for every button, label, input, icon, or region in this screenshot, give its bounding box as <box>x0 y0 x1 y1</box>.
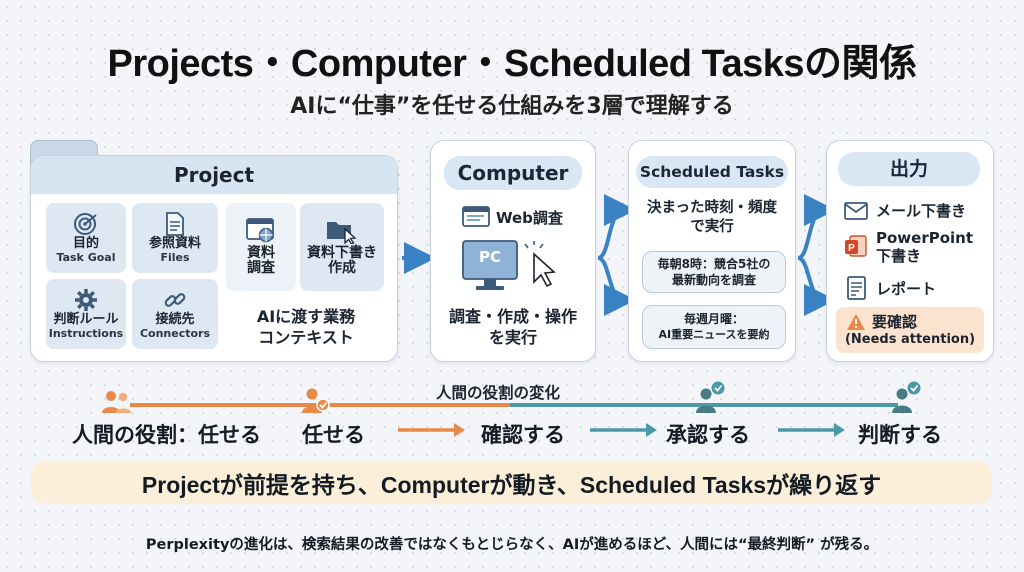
tile-task-goal: 目的 Task Goal <box>46 203 126 273</box>
pc-monitor: PC <box>462 240 562 300</box>
link-icon <box>164 293 186 307</box>
context-line: AIに渡す業務 <box>256 307 356 326</box>
arrow-computer-to-scheduled-lower <box>597 256 636 316</box>
tile-instructions: 判断ルール Instructions <box>46 279 126 349</box>
role-step-approve: 承認する <box>666 423 750 447</box>
output-item-label: PowerPoint <box>876 229 974 247</box>
role-step-review: 確認する <box>481 423 565 447</box>
warning-label: 要確認 <box>872 313 918 331</box>
scheduled-desc-line: で実行 <box>690 219 734 235</box>
document-icon <box>166 212 184 236</box>
bubble-line: 毎週月曜： <box>683 312 744 326</box>
tile-label: 資料下書き <box>307 245 377 261</box>
folder-cursor-icon <box>327 222 357 244</box>
computer-caption-line: を実行 <box>488 328 537 347</box>
output-item-powerpoint: P PowerPoint 下書き <box>844 229 973 265</box>
warning-icon <box>847 313 865 330</box>
scheduled-header-label: Scheduled Tasks <box>639 163 785 181</box>
tile-sublabel: Files <box>160 251 190 264</box>
arrow-delegate-to-review <box>398 423 465 437</box>
tile-files: 参照資料 Files <box>132 203 218 273</box>
arrow-computer-to-scheduled-upper <box>597 194 636 260</box>
tile-draft: 資料下書き 作成 <box>300 203 384 291</box>
tile-sublabel: Connectors <box>139 327 211 340</box>
warning-sublabel: (Needs attention) <box>844 332 976 347</box>
output-header: 出力 <box>838 152 980 186</box>
tile-connectors: 接続先 Connectors <box>132 279 218 349</box>
schedule-bubble-daily: 毎朝8時：競合5社の 最新動向を調査 <box>642 251 786 293</box>
schedule-bubble-weekly: 毎週月曜： AI重要ニュースを要約 <box>642 305 786 349</box>
roles-heading: 人間の役割の変化 <box>436 384 561 402</box>
tile-research: 資料 調査 <box>226 203 296 291</box>
bubble-line: 毎朝8時：競合5社の <box>657 257 771 271</box>
summary-banner: Projectが前提を持ち、Computerが動き、Scheduled Task… <box>31 461 992 504</box>
tile-label: 判断ルール <box>53 312 119 327</box>
scheduled-header: Scheduled Tasks <box>636 156 788 188</box>
pc-monitor-icon <box>462 240 556 290</box>
people-icon <box>102 391 131 413</box>
svg-text:P: P <box>848 243 855 254</box>
computer-header: Computer <box>444 156 582 190</box>
output-item-email: メール下書き <box>844 200 966 221</box>
tile-label: 接続先 <box>155 312 195 327</box>
computer-header-label: Computer <box>457 161 569 185</box>
tile-label: 作成 <box>328 260 356 276</box>
web-research-label: Web調査 <box>496 208 563 227</box>
output-item-label: メール下書き <box>876 202 967 220</box>
person-check-icon <box>302 388 330 413</box>
context-line: コンテキスト <box>258 328 354 347</box>
tile-label: 目的 <box>72 236 99 251</box>
pc-label: PC <box>478 248 501 266</box>
project-context-caption: AIに渡す業務 コンテキスト <box>226 306 386 348</box>
target-icon <box>74 213 97 235</box>
output-item-label: レポート <box>876 279 937 298</box>
page-title: Projects・Computer・Scheduled Tasksの関係 <box>107 43 917 85</box>
arrow-scheduled-to-output-upper <box>797 194 836 260</box>
web-window-icon <box>246 218 274 243</box>
tile-sublabel: Task Goal <box>56 251 116 264</box>
powerpoint-icon: P <box>845 235 867 257</box>
arrow-approve-to-judge <box>778 423 845 437</box>
person-approve-icon <box>696 381 725 413</box>
output-header-label: 出力 <box>889 158 928 180</box>
tile-label: 調査 <box>247 260 275 276</box>
role-line-teal <box>510 403 898 407</box>
arrow-scheduled-to-output-lower <box>797 256 836 316</box>
output-item-label: 下書き <box>876 247 922 265</box>
browser-icon <box>462 206 490 227</box>
output-item-report: レポート <box>846 276 936 300</box>
tile-label: 参照資料 <box>148 236 201 251</box>
project-header: Project <box>173 163 255 187</box>
arrow-review-to-approve <box>590 423 657 437</box>
tile-label: 資料 <box>247 245 275 261</box>
computer-caption-line: 調査・作成・操作 <box>448 307 577 326</box>
web-research-row: Web調査 <box>462 205 563 229</box>
report-icon <box>847 276 866 300</box>
gear-icon <box>75 289 97 311</box>
scheduled-desc-line: 決まった時刻・頻度 <box>647 200 777 216</box>
footer-note: Perplexityの進化は、検索結果の改善ではなくもとじらなく、AIが進めるほ… <box>145 537 879 553</box>
role-step-delegate: 任せる <box>302 423 365 447</box>
bubble-line: AI重要ニュースを要約 <box>658 328 770 341</box>
output-warning: 要確認 (Needs attention) <box>836 307 984 353</box>
scheduled-description: 決まった時刻・頻度 で実行 <box>628 199 796 237</box>
project-header-bar: Project <box>31 156 397 194</box>
role-step-judge: 判断する <box>858 423 942 447</box>
page-subtitle: AIに“仕事”を任せる仕組みを3層で理解する <box>290 94 734 119</box>
summary-banner-text: Projectが前提を持ち、Computerが動き、Scheduled Task… <box>141 471 882 498</box>
mail-icon <box>844 201 868 220</box>
tile-sublabel: Instructions <box>48 327 124 340</box>
role-start-label: 人間の役割：任せる <box>72 423 261 447</box>
bubble-line: 最新動向を調査 <box>671 273 756 287</box>
person-judge-icon <box>892 381 921 413</box>
computer-caption: 調査・作成・操作 を実行 <box>430 306 596 348</box>
